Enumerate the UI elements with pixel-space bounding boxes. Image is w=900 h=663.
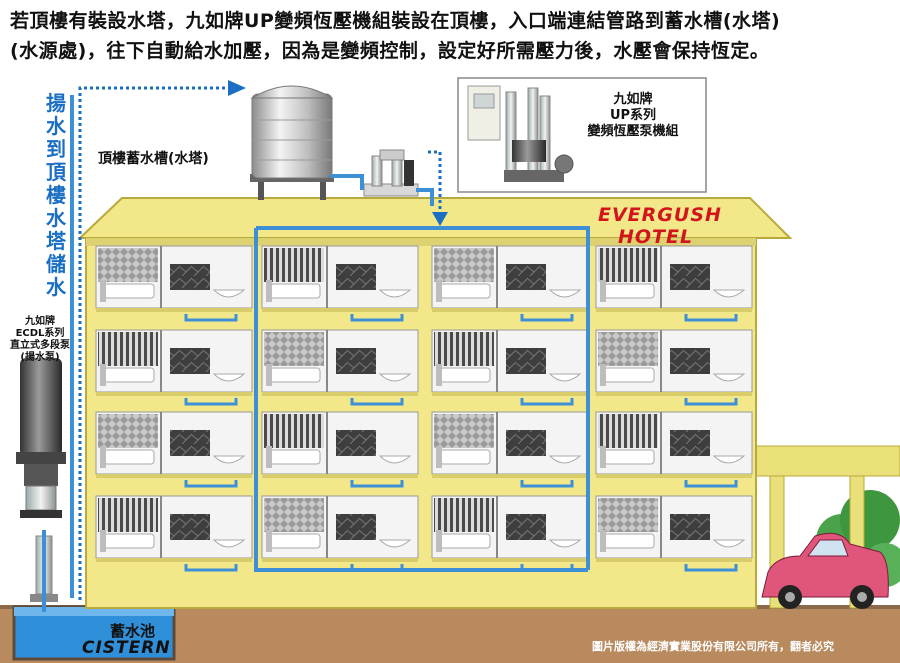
- caption-line-2: (水源處)，往下自動給水加壓，因為是變頻控制，設定好所需壓力後，水壓會保持恆定。: [10, 40, 770, 62]
- pump-to-roof-vertical-label: 揚水到頂樓水塔儲水: [44, 92, 68, 299]
- ecdl-label-line-3: 直立式多段泵: [10, 340, 70, 351]
- cistern-water-surface: [14, 607, 174, 616]
- hotel-room: [261, 245, 419, 312]
- flow-arrows: [78, 86, 442, 600]
- rooftop-booster-unit: [363, 149, 419, 197]
- caption-line-1: 若頂樓有裝設水塔，九如牌UP變頻恆壓機組裝設在頂樓，入口端連結管路到蓄水槽(水塔…: [10, 10, 781, 32]
- up-unit-label-line-3: 變頻恆壓泵機組: [587, 124, 679, 139]
- cistern-label-cn: 蓄水池: [110, 622, 156, 640]
- vertical-label-char: 水: [46, 114, 66, 138]
- vertical-label-char: 頂: [46, 160, 66, 184]
- flow-arrow-head-down: [432, 212, 448, 226]
- vertical-label-char: 塔: [46, 229, 66, 253]
- hotel-room: [95, 411, 253, 478]
- hotel-room: [431, 329, 589, 396]
- rooftop-tank-label: 頂樓蓄水槽(水塔): [98, 151, 209, 167]
- vertical-label-char: 揚: [46, 91, 66, 115]
- header-caption: 若頂樓有裝設水塔，九如牌UP變頻恆壓機組裝設在頂樓，入口端連結管路到蓄水槽(水塔…: [0, 0, 900, 66]
- up-unit-label-line-1: 九如牌: [613, 92, 653, 107]
- water-supply-diagram: [0, 77, 900, 663]
- vertical-label-char: 到: [46, 137, 66, 161]
- hotel-room: [261, 329, 419, 396]
- hotel-sign-line-1: EVERGUSH: [598, 204, 722, 226]
- hotel-room: [95, 245, 253, 312]
- ecdl-pump-label: 九如牌 ECDL系列 直立式多段泵 (揚水泵): [2, 316, 78, 364]
- up-unit-label: 九如牌 UP系列 變頻恆壓泵機組: [574, 92, 692, 140]
- hotel-rooms: [95, 245, 753, 562]
- copyright-notice: 圖片版權為經濟實業股份有限公司所有，翻者必究: [592, 640, 834, 653]
- ecdl-label-line-2: ECDL系列: [15, 328, 65, 339]
- floor-branch-pipes: [184, 314, 738, 572]
- hotel-room: [595, 495, 753, 562]
- water-pipes: [70, 95, 590, 598]
- hotel-room: [431, 411, 589, 478]
- hotel-sign-line-2: HOTEL: [618, 226, 694, 248]
- car: [761, 532, 889, 609]
- hotel-room: [595, 245, 753, 312]
- ecdl-label-line-4: (揚水泵): [20, 352, 60, 363]
- rooftop-water-tank: [250, 85, 334, 200]
- hotel-room: [595, 329, 753, 396]
- ecdl-label-line-1: 九如牌: [25, 316, 55, 327]
- hotel-room: [95, 495, 253, 562]
- flow-arrow-head-top: [228, 80, 246, 96]
- hotel-room: [595, 411, 753, 478]
- hotel-room: [261, 411, 419, 478]
- vertical-label-char: 水: [46, 206, 66, 230]
- hotel-room: [95, 329, 253, 396]
- up-unit-label-line-2: UP系列: [609, 108, 657, 123]
- up-unit-photo: [457, 77, 707, 193]
- hotel-room: [431, 245, 589, 312]
- vertical-label-char: 儲: [46, 252, 66, 276]
- vertical-label-char: 水: [46, 275, 66, 299]
- hotel-room: [431, 495, 589, 562]
- hotel-room: [261, 495, 419, 562]
- cistern-label-en: CISTERN: [82, 638, 171, 658]
- vertical-label-char: 樓: [46, 183, 66, 207]
- ecdl-pump: [16, 358, 66, 612]
